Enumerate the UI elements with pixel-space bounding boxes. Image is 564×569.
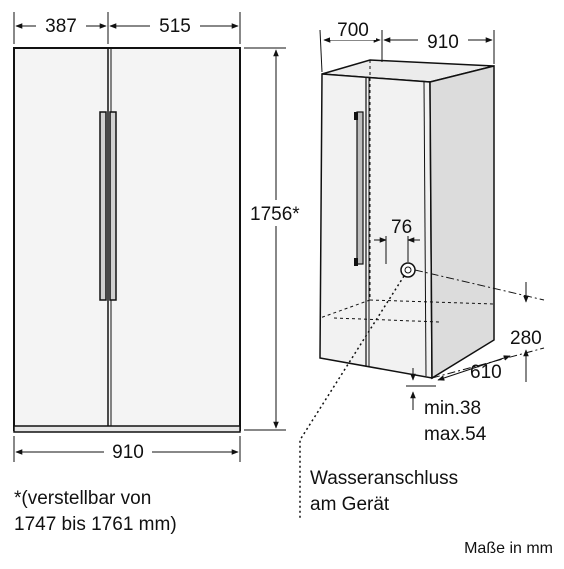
water-label-line2: am Gerät (310, 494, 390, 515)
perspective-view: 700 910 76 280 610 min.38 max.54 (299, 18, 545, 518)
side-width-label: 910 (427, 32, 459, 53)
fridge-front-face (319, 73, 433, 379)
units-label: Maße in mm (464, 540, 553, 557)
left-width-label: 387 (45, 16, 77, 37)
footnote-line1: *(verstellbar von (14, 488, 151, 509)
left-door-handle (99, 111, 107, 301)
depth-label: 700 (337, 20, 369, 41)
right-door-handle (109, 111, 117, 301)
water-height-label: 280 (510, 328, 542, 349)
water-label-line1: Wasseranschluss (310, 468, 458, 489)
water-offset-label: 76 (391, 217, 412, 238)
dim-line-water-depth (437, 355, 511, 381)
perspective-handle (356, 111, 364, 265)
right-width-label: 515 (159, 16, 191, 37)
foot-min-label: min.38 (424, 398, 481, 419)
height-label: 1756* (250, 204, 300, 225)
fridge-front-body (13, 47, 241, 431)
footnote-line2: 1747 bis 1761 mm) (14, 514, 177, 535)
fridge-side-face (429, 65, 495, 380)
water-leader-line (299, 275, 405, 518)
foot-max-label: max.54 (424, 424, 487, 445)
water-depth-label: 610 (470, 362, 502, 383)
front-view: 387 515 1756* 910 (13, 12, 316, 463)
fridge-base (13, 425, 241, 433)
total-width-label: 910 (112, 442, 144, 463)
